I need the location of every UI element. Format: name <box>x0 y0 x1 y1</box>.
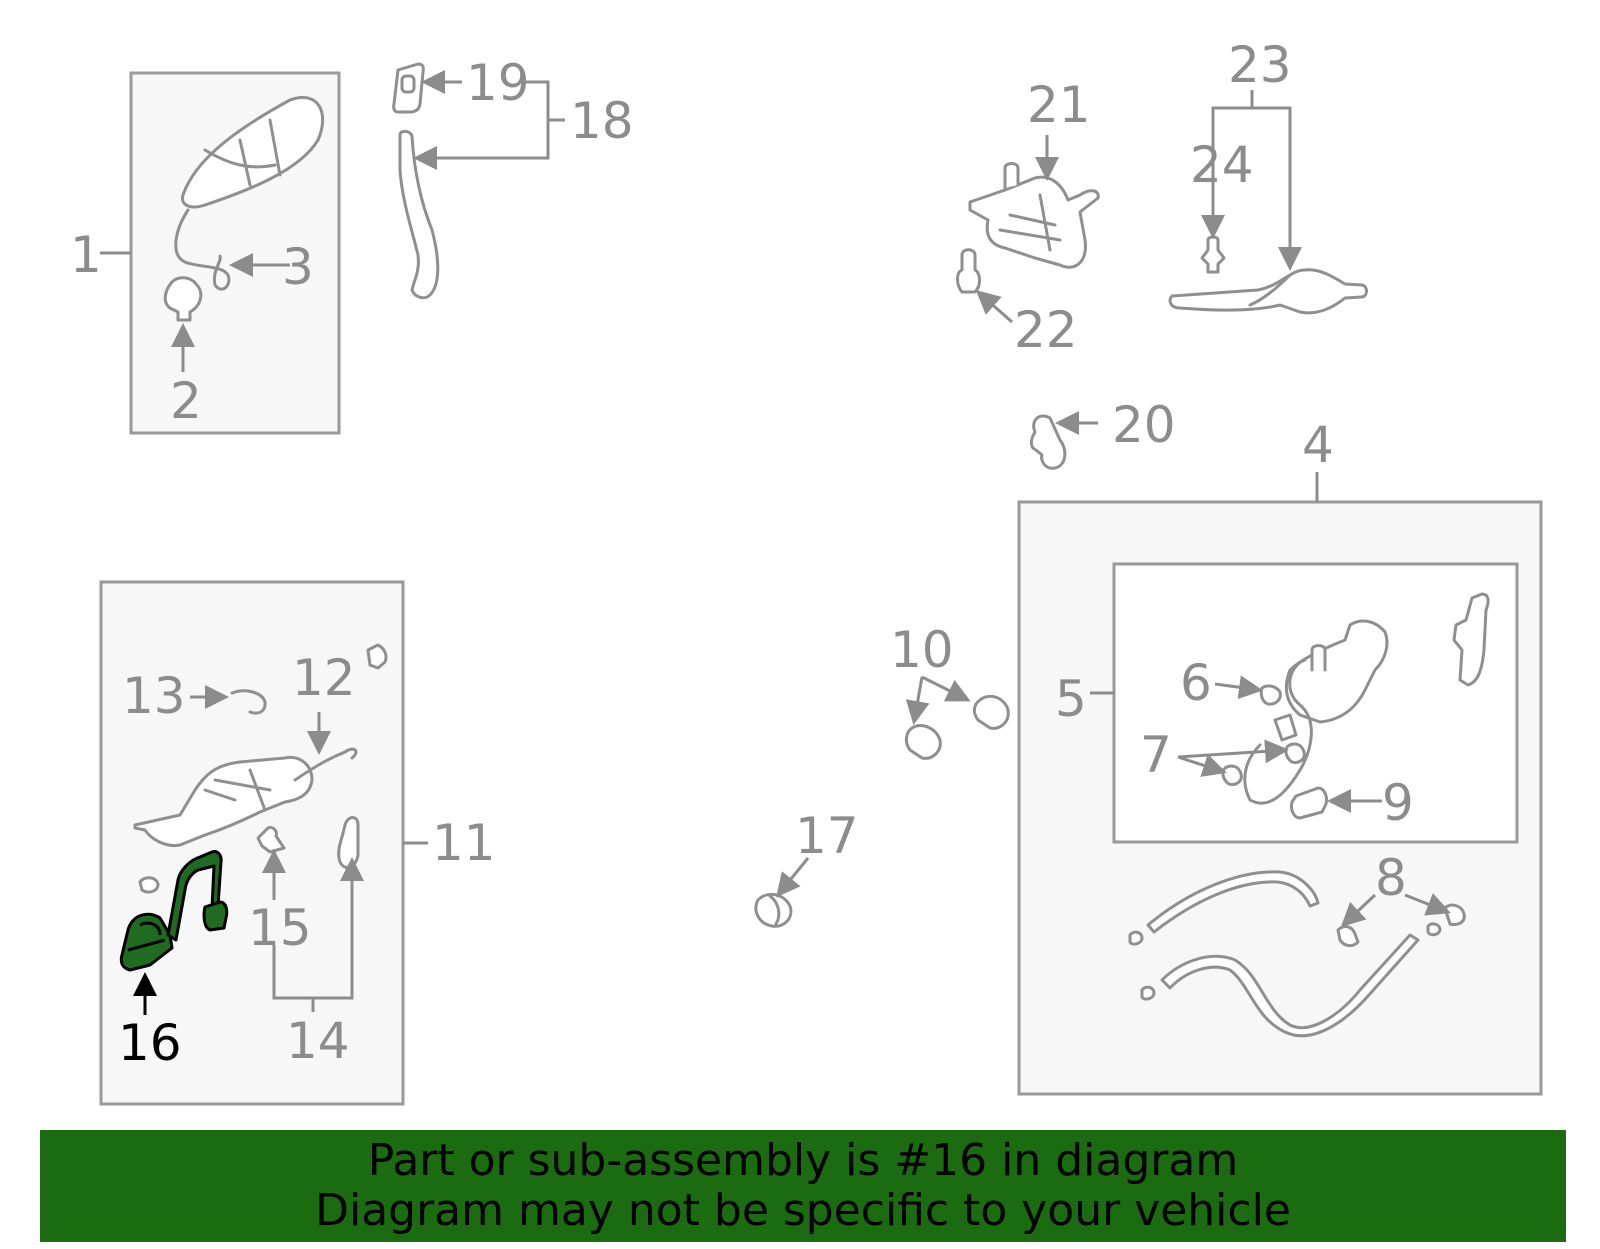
screw-6-part[interactable] <box>1259 684 1282 706</box>
cable-8b-part[interactable] <box>1160 933 1420 1038</box>
callout-20: 20 <box>1112 396 1176 454</box>
banner-line-1: Part or sub-assembly is #16 in diagram <box>367 1135 1239 1186</box>
callout-24: 24 <box>1190 136 1254 194</box>
callout-22: 22 <box>1014 301 1078 359</box>
callout-3: 3 <box>282 238 314 296</box>
seal-strip-part[interactable] <box>398 129 440 300</box>
banner-line-2: Diagram may not be specific to your vehi… <box>315 1185 1291 1236</box>
clip-10a-part[interactable] <box>972 694 1010 730</box>
lock-rod-part[interactable] <box>1168 268 1368 315</box>
clip-10b-part[interactable] <box>904 724 942 760</box>
weatherstrip-parts <box>392 62 565 300</box>
screw-7a-part[interactable] <box>1284 742 1306 764</box>
callout-15: 15 <box>248 899 312 957</box>
callout-2: 2 <box>170 372 202 430</box>
callout-7: 7 <box>1140 726 1172 784</box>
callout-17: 17 <box>795 807 859 865</box>
callout-9: 9 <box>1382 774 1414 832</box>
group-box-11 <box>99 580 428 1106</box>
callout-21: 21 <box>1027 76 1091 134</box>
grommet-part[interactable] <box>754 892 793 928</box>
callout-10: 10 <box>890 621 954 679</box>
door-lock-latch-part[interactable] <box>1284 619 1389 724</box>
rod-clip-13-part[interactable] <box>230 689 267 715</box>
highlighted-part-16[interactable] <box>119 850 229 972</box>
clip-part[interactable] <box>163 276 203 322</box>
callout-1: 1 <box>70 226 102 284</box>
retainer-clip-part[interactable] <box>1029 414 1067 470</box>
striker-parts <box>956 135 1100 324</box>
callout-12: 12 <box>292 649 356 707</box>
grommet-17 <box>754 857 810 928</box>
callout-4: 4 <box>1302 416 1334 474</box>
callout-13: 13 <box>122 667 186 725</box>
callout-23: 23 <box>1228 36 1292 94</box>
striker-plate-part[interactable] <box>968 175 1100 269</box>
clip-20 <box>1029 411 1098 470</box>
inside-rod-part[interactable] <box>293 747 358 782</box>
lock-rod-parts <box>1168 90 1368 315</box>
callout-11: 11 <box>432 814 496 872</box>
info-banner: Part or sub-assembly is #16 in diagram D… <box>40 1130 1566 1242</box>
handle-rod-part[interactable] <box>174 208 231 291</box>
callout-14: 14 <box>286 1012 350 1070</box>
group-box-4 <box>1017 472 1543 1096</box>
clips-10 <box>904 675 1010 760</box>
cable-8a-part[interactable] <box>1146 870 1320 934</box>
inside-handle-part[interactable] <box>133 755 314 848</box>
pad-part[interactable] <box>392 62 425 114</box>
outside-handle-part[interactable] <box>180 96 325 209</box>
callout-16: 16 <box>118 1014 182 1072</box>
callout-6: 6 <box>1180 654 1212 712</box>
latch-bracket-part[interactable] <box>1452 592 1490 687</box>
connector-9-part[interactable] <box>1290 786 1328 820</box>
group-box-1 <box>100 71 341 435</box>
callout-18: 18 <box>570 92 634 150</box>
callout-19: 19 <box>466 54 530 112</box>
rod-clip-part[interactable] <box>1200 235 1226 274</box>
callout-8: 8 <box>1375 849 1407 907</box>
cable-clip-8b-part[interactable] <box>1443 903 1466 926</box>
latch-cable-part[interactable] <box>1243 658 1313 805</box>
screw-7b-part[interactable] <box>1221 764 1243 786</box>
callout-5: 5 <box>1055 670 1087 728</box>
bolt-part[interactable] <box>956 248 981 294</box>
